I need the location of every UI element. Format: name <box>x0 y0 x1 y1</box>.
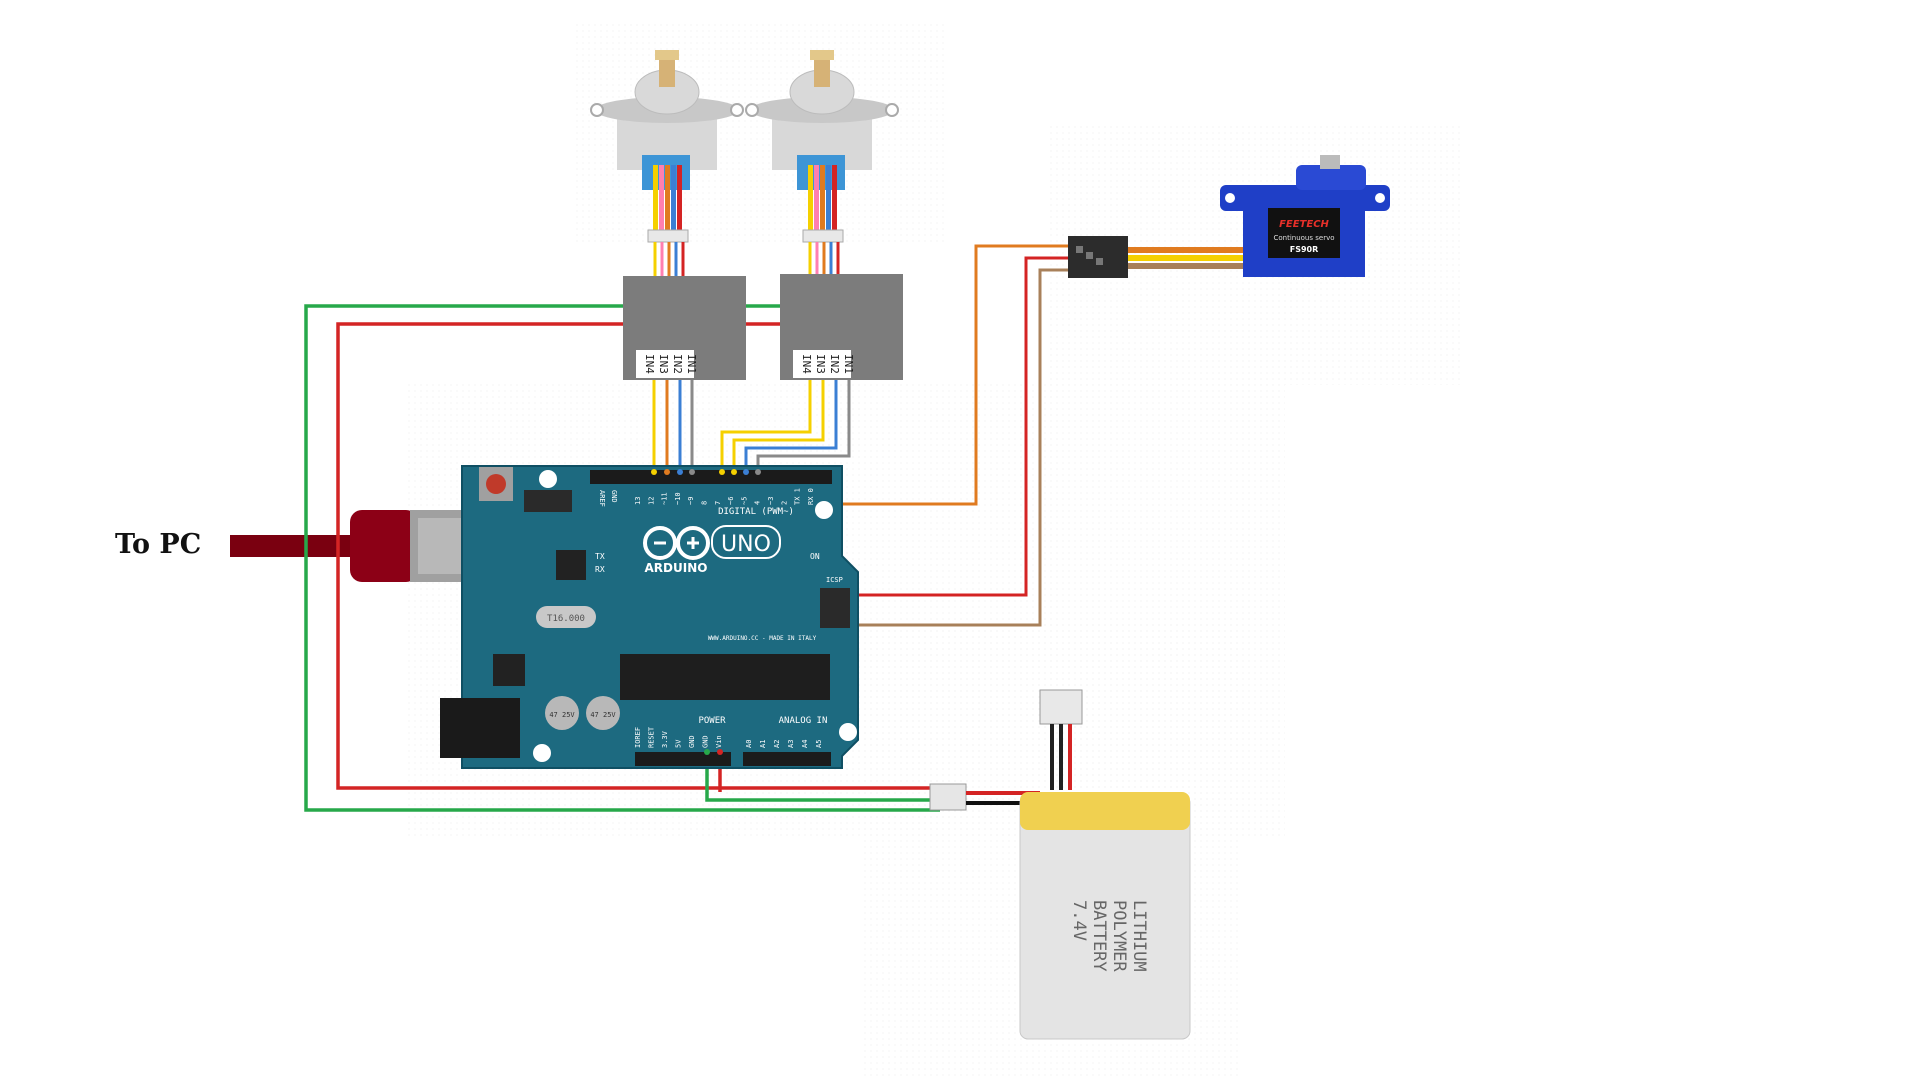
battery-balance-lead <box>1039 689 1083 790</box>
digital-pin-labels: 13 12 ~11 ~10 ~9 8 7 ~6 ~5 4 ~3 2 TX 1 RX 0 <box>634 488 815 505</box>
arduino-uno-board: T16.000 47 25V 47 25V ARDUINO UNO DIGITA… <box>440 465 859 769</box>
driver-board-2: IN4 IN3 IN2 IN1 <box>780 274 903 380</box>
servo-brand-label: FEETECH <box>1279 219 1329 230</box>
signal-wires-driver2 <box>720 380 851 470</box>
arduino-brand-label: ARDUINO <box>645 561 708 575</box>
capacitor-1-label: 47 25V <box>549 711 575 719</box>
power-header-label: POWER <box>698 716 726 726</box>
signal-wires-driver1 <box>652 380 694 470</box>
digital-pin-label-6: 7 <box>714 501 722 505</box>
icsp-header <box>820 588 850 628</box>
digital-pin-label-0: 13 <box>634 497 642 505</box>
battery-label-line4: 7.4V <box>1069 900 1089 941</box>
servo-motor: FEETECH Continuous servo FS90R <box>1220 155 1390 277</box>
rx-led-label: RX <box>595 565 605 574</box>
driver1-pin-in4: IN4 <box>643 354 656 374</box>
gnd-label: GND <box>610 490 618 503</box>
driver2-pin-in4: IN4 <box>800 354 813 374</box>
crystal <box>536 606 596 628</box>
on-led-label: ON <box>810 552 820 561</box>
analog-header <box>743 752 831 766</box>
red-servo-vcc <box>840 256 1072 597</box>
power-header <box>635 752 731 766</box>
driver1-pin-in2: IN2 <box>671 354 684 374</box>
power-pin-label-3: 5V <box>675 739 683 748</box>
stepper-motor-1 <box>590 50 744 278</box>
servo-wires <box>780 244 1250 627</box>
digital-pin-label-3: ~10 <box>674 492 682 505</box>
stepper-2-lead <box>808 165 837 235</box>
power-pin-labels: IOREF RESET 3.3V 5V GND GND Vin <box>634 726 723 748</box>
analog-pin-label-1: A1 <box>759 740 767 748</box>
icsp-header-small <box>524 490 572 512</box>
digital-pin-label-9: 4 <box>754 501 762 505</box>
power-pin-label-1: RESET <box>648 726 656 748</box>
capacitor-1 <box>545 696 579 730</box>
digital-pin-label-2: ~11 <box>661 492 669 505</box>
capacitor-2-label: 47 25V <box>590 711 616 719</box>
analog-header-label: ANALOG IN <box>779 716 828 726</box>
digital-pin-label-10: ~3 <box>767 497 775 505</box>
digital-pin-label-12: TX 1 <box>794 488 802 505</box>
driver-board-1: IN4 IN3 IN2 IN1 <box>623 276 746 380</box>
analog-pin-label-2: A2 <box>773 740 781 748</box>
power-pin-label-5: GND <box>702 735 710 748</box>
servo-connector <box>1068 236 1128 278</box>
battery-label-line2: POLYMER <box>1109 900 1129 972</box>
digital-pin-label-11: 2 <box>780 501 788 505</box>
analog-pin-label-5: A5 <box>815 740 823 748</box>
tx-led-label: TX <box>595 552 605 561</box>
icsp-label: ICSP <box>826 576 843 584</box>
analog-pin-label-0: A0 <box>745 740 753 748</box>
arduino-infinity-logo <box>643 526 710 560</box>
power-pin-label-0: IOREF <box>634 727 642 748</box>
aref-label: AREF <box>598 490 606 507</box>
analog-pin-labels: A0 A1 A2 A3 A4 A5 <box>745 740 823 748</box>
digital-pin-label-1: 12 <box>647 497 655 505</box>
crystal-label: T16.000 <box>547 614 585 624</box>
power-pin-label-4: GND <box>688 735 696 748</box>
header-wire-ends <box>651 469 761 755</box>
red-wire-vcc <box>336 322 940 790</box>
voltage-regulator <box>493 654 525 686</box>
atmega-chip <box>620 654 830 700</box>
servo-type-label: Continuous servo <box>1273 234 1334 242</box>
brown-servo-gnd <box>840 268 1072 627</box>
battery-label-line1: LITHIUM <box>1129 900 1149 972</box>
driver2-pin-in3: IN3 <box>814 354 827 374</box>
digital-pin-label-7: ~6 <box>727 497 735 505</box>
digital-header-label: DIGITAL (PWM~) <box>718 507 794 517</box>
stepper-1-lead <box>653 165 682 235</box>
driver1-pin-in1: IN1 <box>685 354 698 374</box>
analog-pin-label-4: A4 <box>801 740 809 748</box>
servo-model-label: FS90R <box>1290 245 1319 254</box>
digital-header <box>590 470 832 484</box>
website-label: WWW.ARDUINO.CC - MADE IN ITALY <box>708 635 817 642</box>
green-wire-gnd <box>304 304 940 812</box>
orange-servo-signal <box>780 244 1072 506</box>
power-jack <box>440 698 520 758</box>
to-pc-label: To PC <box>115 529 201 560</box>
usb-chip <box>556 550 586 580</box>
power-pin-label-6: Vin <box>715 735 723 748</box>
analog-pin-label-3: A3 <box>787 740 795 748</box>
digital-pin-label-13: RX 0 <box>807 488 815 505</box>
arduino-model-label: UNO <box>721 532 771 557</box>
driver2-pin-in1: IN1 <box>842 354 855 374</box>
driver2-pin-in2: IN2 <box>828 354 841 374</box>
driver1-pin-in3: IN3 <box>657 354 670 374</box>
capacitor-2 <box>586 696 620 730</box>
stepper-motor-2 <box>745 50 899 275</box>
battery-label-line3: BATTERY <box>1089 900 1109 972</box>
lipo-battery: LITHIUM POLYMER BATTERY 7.4V <box>1019 792 1191 1040</box>
power-pin-label-2: 3.3V <box>661 730 669 748</box>
digital-pin-label-5: 8 <box>701 501 709 505</box>
digital-pin-label-4: ~9 <box>687 497 695 505</box>
digital-pin-label-8: ~5 <box>740 497 748 505</box>
